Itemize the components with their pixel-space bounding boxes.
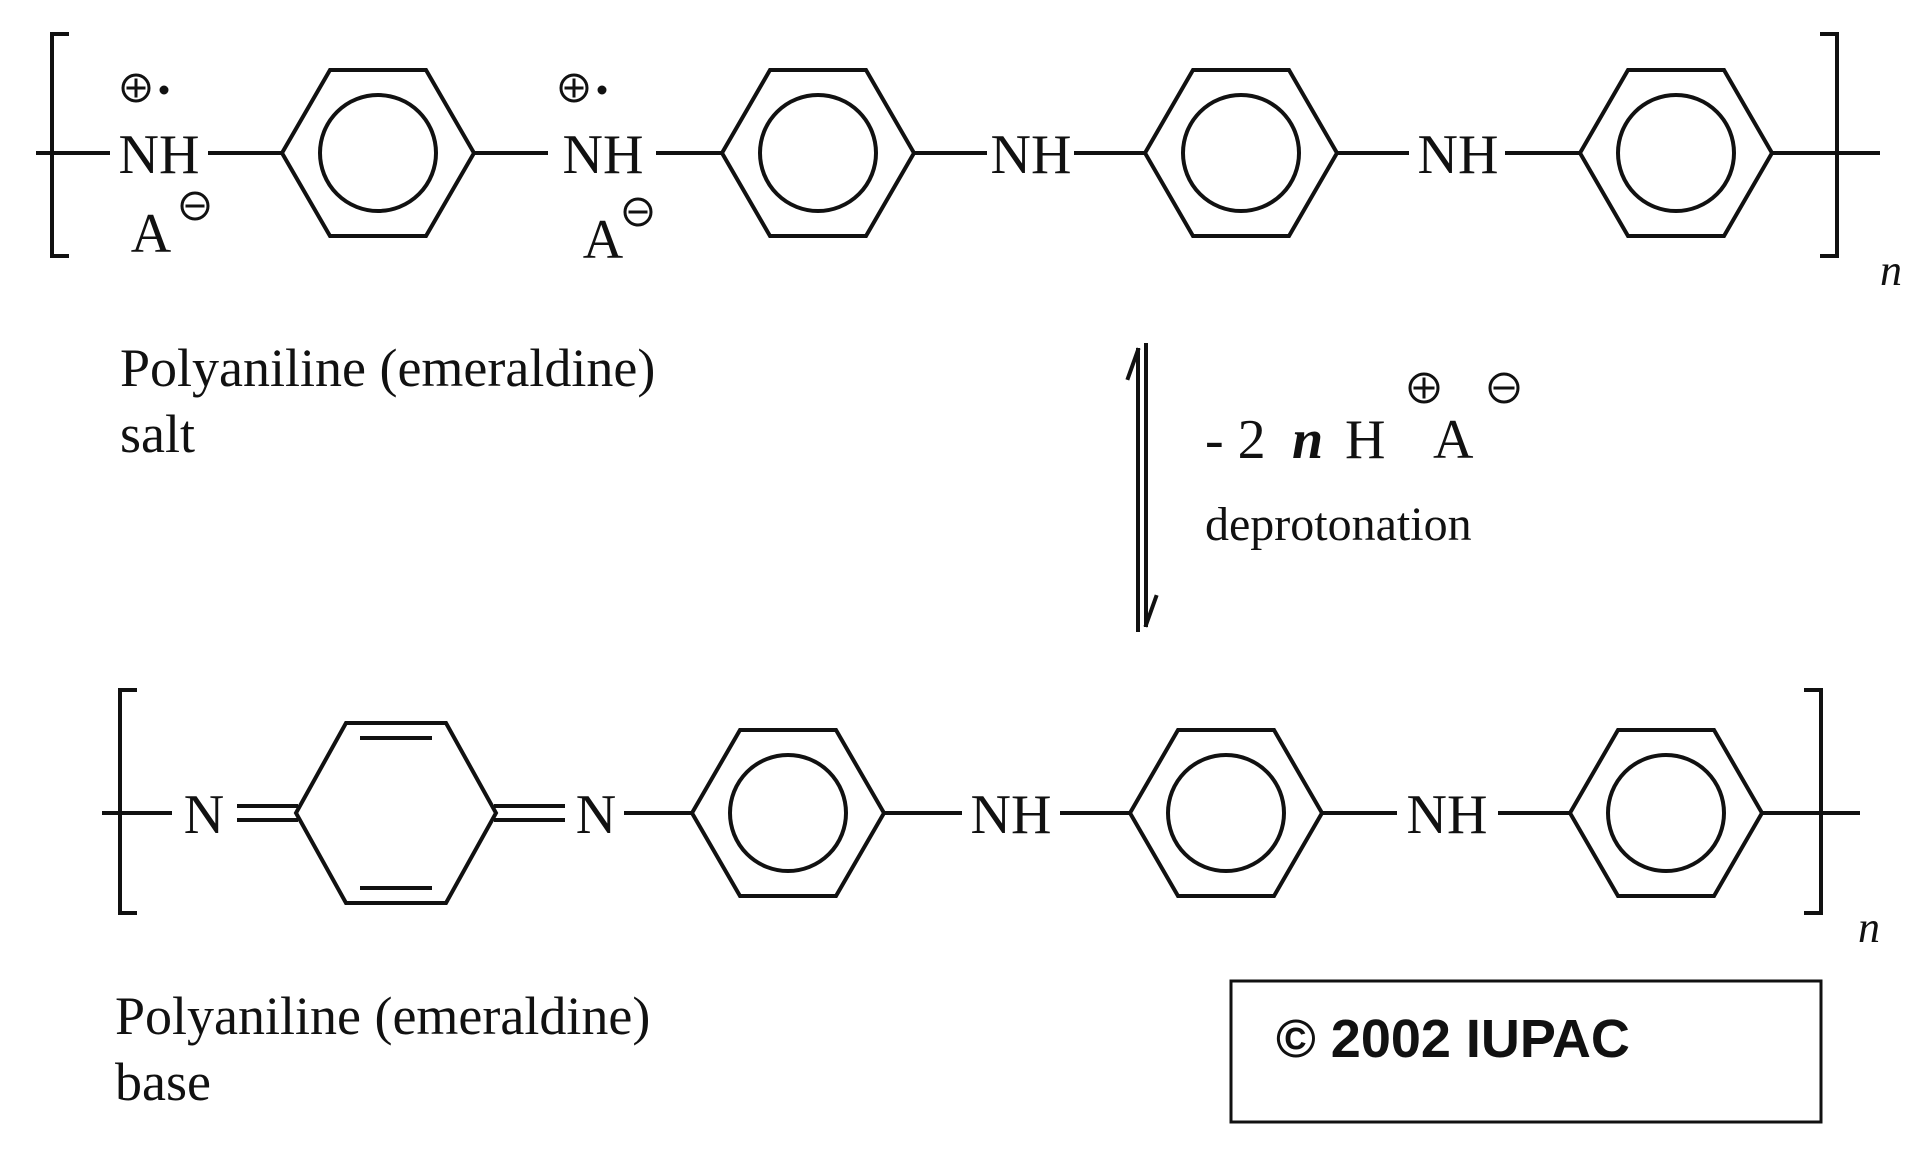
salt-caption-line1: Polyaniline (emeraldine)	[120, 338, 655, 398]
base-quinoid-ring	[293, 721, 499, 905]
base-atom-nh-1: NH	[971, 784, 1052, 846]
reaction-cation: H	[1345, 409, 1385, 471]
salt-anion-charge-2	[623, 197, 653, 227]
salt-left-bracket	[50, 32, 69, 258]
salt-right-bracket	[1820, 32, 1839, 258]
reaction-charges	[1408, 372, 1520, 404]
base-left-bracket	[118, 688, 137, 915]
reaction-coefficient: - 2	[1205, 409, 1266, 471]
salt-counterion-1: A	[131, 203, 172, 265]
base-caption-line1: Polyaniline (emeraldine)	[115, 986, 650, 1046]
base-right-bracket	[1804, 688, 1823, 915]
base-caption-line2: base	[115, 1052, 211, 1112]
salt-anion-charge-1	[180, 191, 210, 221]
base-ring-2	[1127, 728, 1325, 898]
base-repeat-subscript: n	[1858, 903, 1880, 952]
base-structure	[102, 688, 1860, 915]
salt-ring-1	[279, 68, 477, 238]
salt-atom-nh-3: NH	[991, 124, 1072, 186]
base-ring-1	[689, 728, 887, 898]
equilibrium-arrows	[1125, 343, 1159, 632]
salt-atom-nh-1: NH	[119, 124, 200, 186]
reaction-anion: A	[1433, 409, 1474, 471]
reaction-label: deprotonation	[1205, 498, 1472, 551]
base-atom-n-2: N	[576, 784, 616, 846]
salt-ring-2	[719, 68, 917, 238]
base-ring-3	[1567, 728, 1765, 898]
salt-ring-3	[1142, 68, 1340, 238]
salt-atom-nh-4: NH	[1418, 124, 1499, 186]
salt-radical-cation-1	[121, 73, 169, 103]
salt-repeat-subscript: n	[1880, 246, 1902, 295]
base-atom-nh-2: NH	[1407, 784, 1488, 846]
salt-atom-nh-2: NH	[563, 124, 644, 186]
salt-caption-line2: salt	[120, 404, 195, 464]
copyright-box	[1229, 979, 1823, 1124]
reaction-variable: n	[1292, 409, 1323, 471]
salt-counterion-2: A	[583, 209, 624, 271]
salt-ring-4	[1577, 68, 1775, 238]
salt-radical-cation-2	[559, 73, 607, 103]
salt-structure	[36, 32, 1880, 258]
copyright-text: © 2002 IUPAC	[1276, 1009, 1630, 1069]
base-atom-n-1: N	[184, 784, 224, 846]
